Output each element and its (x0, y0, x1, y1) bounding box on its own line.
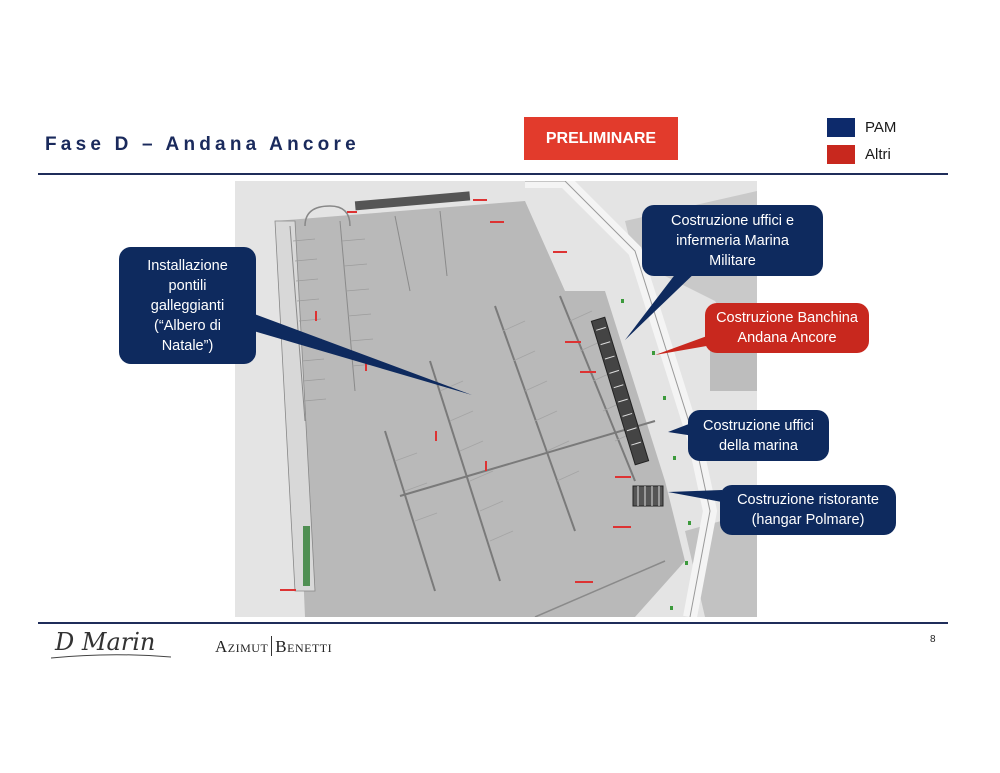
roundabout (304, 205, 351, 227)
callout-ristorante-hangar: Costruzione ristorante (hangar Polmare) (720, 485, 896, 535)
pier-green-strip (303, 526, 310, 586)
callout-ristorante-line-2: (hangar Polmare) (751, 512, 865, 528)
restaurant-hangar-block (632, 485, 664, 507)
legend-item-altri: Altri (827, 143, 896, 165)
d-marin-underline (51, 654, 171, 659)
legend-item-pam: PAM (827, 116, 896, 138)
legend-swatch-pam (827, 117, 855, 137)
callout-uffici-mm-line-3: Militare (709, 252, 756, 269)
callout-pontili-line-2: pontili (168, 277, 207, 294)
callout-uffici-marina-militare: Costruzione uffici e infermeria Marina M… (642, 205, 823, 276)
slide-title: Fase D – Andana Ancore (45, 134, 360, 155)
legend: PAM Altri (827, 116, 896, 165)
pointer-uffici-mm (625, 268, 700, 340)
red-annotations (280, 199, 631, 591)
legend-label-altri: Altri (865, 145, 891, 163)
callout-uffici-mm-line-1: Costruzione uffici e (670, 212, 795, 229)
callout-uffici-marina-line-1: Costruzione uffici (703, 417, 814, 434)
callout-pontili-line-4: (“Albero di (154, 317, 221, 334)
green-markers (621, 299, 691, 610)
quay-offices-hatch (596, 326, 642, 446)
callout-banchina-andana-ancore: Costruzione Banchina Andana Ancore (705, 303, 869, 353)
logo-divider (271, 636, 273, 656)
callout-uffici-mm-line-2: infermeria Marina (676, 232, 789, 249)
quay-road-edge (525, 181, 711, 617)
page-number: 8 (930, 634, 936, 645)
d-marin-logo-text: D Marin (55, 628, 156, 656)
callout-pontili-line-3: galleggianti (150, 297, 225, 314)
azimut-benetti-logo: Azimut Benetti (215, 636, 332, 657)
pointer-pontili (230, 305, 472, 395)
pointer-banchina (655, 332, 718, 355)
albero-di-natale-pontoons (384, 295, 656, 592)
callout-banchina-line-2: Andana Ancore (737, 330, 837, 346)
callout-uffici-marina-line-2: della marina (718, 437, 798, 454)
legend-label-pam: PAM (865, 118, 897, 136)
pointer-ristorante (668, 490, 722, 502)
header-rule (38, 173, 948, 175)
footer-rule (38, 622, 948, 624)
preliminare-badge: PRELIMINARE (524, 117, 678, 160)
top-pontoon (354, 191, 471, 211)
restaurant-hatch (637, 486, 660, 506)
quay-offices-block (590, 316, 650, 466)
pontoons-left (289, 210, 448, 422)
callout-uffici-della-marina: Costruzione uffici della marina (688, 410, 829, 461)
benetti-wordmark: Benetti (275, 637, 333, 656)
callout-banchina-line-1: Costruzione Banchina (716, 310, 858, 326)
pointer-uffici-marina (668, 422, 694, 436)
callout-installazione-pontili: Installazione pontili galleggianti (“Alb… (119, 247, 256, 364)
water-basin (275, 201, 685, 617)
callout-pontili-line-5: Natale”) (161, 337, 214, 354)
left-pier (274, 220, 316, 592)
d-marin-logo: D Marin (51, 628, 171, 659)
bottom-pontoon (534, 560, 666, 617)
legend-swatch-altri (827, 144, 855, 164)
callout-ristorante-line-1: Costruzione ristorante (737, 492, 879, 508)
callout-pontili-line-1: Installazione (147, 257, 228, 274)
azimut-wordmark: Azimut (215, 637, 269, 656)
